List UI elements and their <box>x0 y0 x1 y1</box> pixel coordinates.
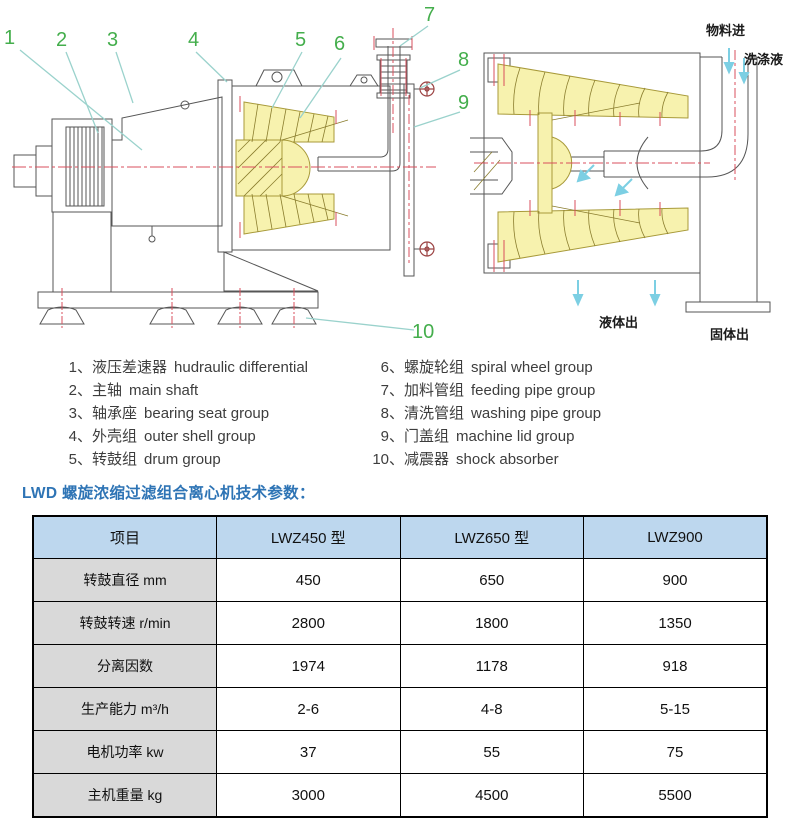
value-cell: 918 <box>583 644 768 688</box>
spec-table: 项目 LWZ450 型 LWZ650 型 LWZ900 转鼓直径 mm 450 … <box>32 515 768 818</box>
table-header-cell: 项目 <box>32 515 217 559</box>
diagram-area: 1 2 3 4 5 6 7 8 9 10 物料进 洗涤液 液体出 固体出 <box>0 0 796 352</box>
row-label-cell: 分离因数 <box>32 644 217 688</box>
spec-section-title: LWD 螺旋浓缩过滤组合离心机技术参数： <box>22 485 315 502</box>
value-cell: 1974 <box>216 644 401 688</box>
value-cell: 1350 <box>583 601 768 645</box>
row-label-cell: 主机重量 kg <box>32 773 217 818</box>
table-header-cell: LWZ450 型 <box>216 515 401 559</box>
table-row: 生产能力 m³/h 2-6 4-8 5-15 <box>32 687 768 731</box>
callout-number: 4 <box>188 29 200 51</box>
centrifuge-diagrams-drawing <box>12 25 771 331</box>
row-label-cell: 转鼓转速 r/min <box>32 601 217 645</box>
value-cell: 5500 <box>583 773 768 818</box>
callout-number: 1 <box>4 27 16 49</box>
value-cell: 4500 <box>399 773 584 818</box>
callout-number: 7 <box>424 4 436 26</box>
value-cell: 1178 <box>399 644 584 688</box>
table-row: 电机功率 kw 37 55 75 <box>32 730 768 774</box>
value-cell: 3000 <box>216 773 401 818</box>
callout-number: 8 <box>458 49 470 71</box>
table-header-row: 项目 LWZ450 型 LWZ650 型 LWZ900 <box>32 515 768 559</box>
value-cell: 2-6 <box>216 687 401 731</box>
value-cell: 450 <box>216 558 401 602</box>
value-cell: 900 <box>583 558 768 602</box>
value-cell: 2800 <box>216 601 401 645</box>
callout-number: 3 <box>107 29 119 51</box>
row-label-cell: 转鼓直径 mm <box>32 558 217 602</box>
callout-number: 10 <box>412 321 435 343</box>
value-cell: 650 <box>399 558 584 602</box>
callout-number: 6 <box>334 33 346 55</box>
value-cell: 55 <box>399 730 584 774</box>
table-header-cell: LWZ900 <box>583 515 768 559</box>
callout-number: 5 <box>295 29 307 51</box>
diagram-label-solid-out: 固体出 <box>710 327 750 342</box>
value-cell: 37 <box>216 730 401 774</box>
table-row: 转鼓直径 mm 450 650 900 <box>32 558 768 602</box>
diagram-label-washing-liquid: 洗涤液 <box>744 52 784 67</box>
row-label-cell: 生产能力 m³/h <box>32 687 217 731</box>
table-row: 转鼓转速 r/min 2800 1800 1350 <box>32 601 768 645</box>
value-cell: 75 <box>583 730 768 774</box>
diagram-label-material-in: 物料进 <box>706 23 746 38</box>
table-row: 主机重量 kg 3000 4500 5500 <box>32 773 768 818</box>
callout-number: 2 <box>56 29 68 51</box>
value-cell: 1800 <box>399 601 584 645</box>
value-cell: 4-8 <box>399 687 584 731</box>
table-row: 分离因数 1974 1178 918 <box>32 644 768 688</box>
diagram-label-liquid-out: 液体出 <box>599 315 639 330</box>
row-label-cell: 电机功率 kw <box>32 730 217 774</box>
value-cell: 5-15 <box>583 687 768 731</box>
callout-number: 9 <box>458 92 470 114</box>
table-header-cell: LWZ650 型 <box>399 515 584 559</box>
